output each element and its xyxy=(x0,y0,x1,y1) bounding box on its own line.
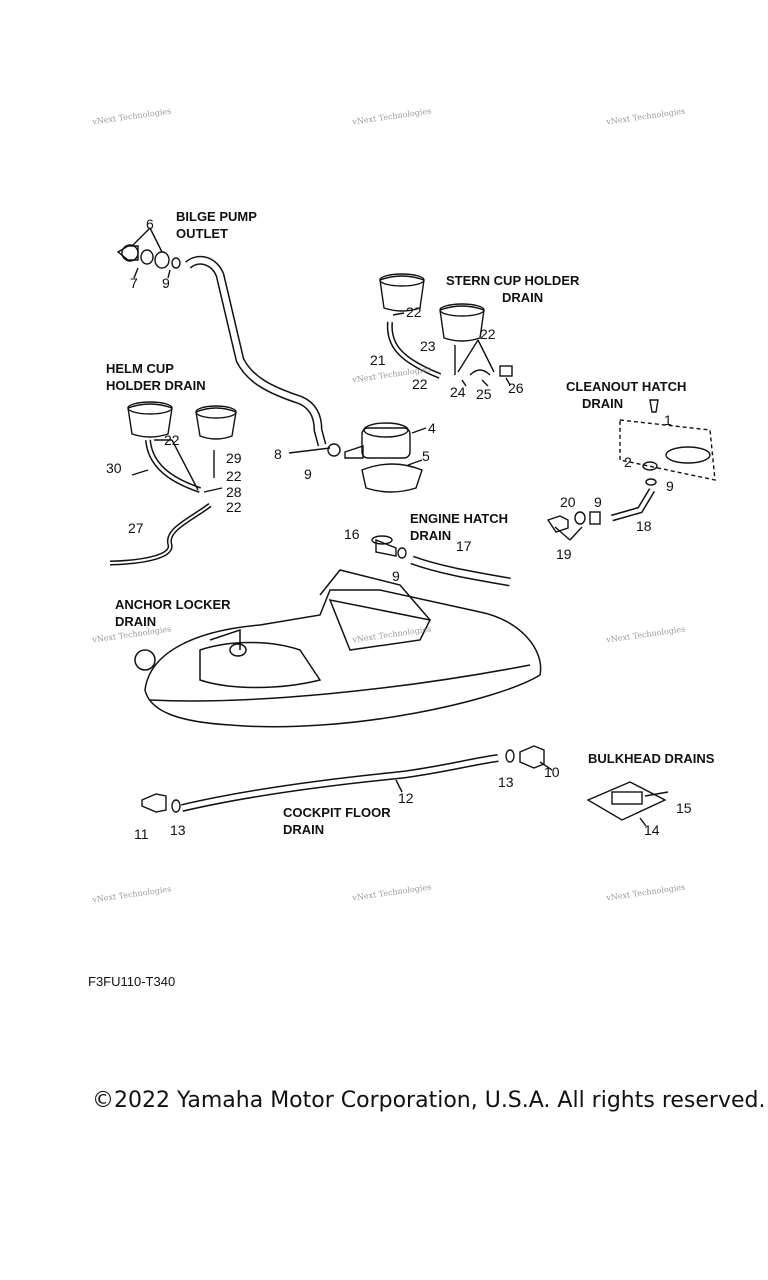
callout-number: 9 xyxy=(594,494,602,510)
bilge-pump xyxy=(288,422,427,493)
callout-number: 6 xyxy=(146,216,154,232)
callout-number: 18 xyxy=(636,518,652,534)
callout-number: 16 xyxy=(344,526,360,542)
callout-number: 15 xyxy=(676,800,692,816)
cleanout-hatch xyxy=(546,399,716,541)
boat-hull xyxy=(134,569,542,728)
callout-number: 9 xyxy=(304,466,312,482)
callout-number: 23 xyxy=(420,338,436,354)
callout-number: 17 xyxy=(456,538,472,554)
callout-number: 22 xyxy=(480,326,496,342)
callout-number: 22 xyxy=(226,499,242,515)
title-bulkhead-drains: BULKHEAD DRAINS xyxy=(588,751,715,766)
callout-number: 22 xyxy=(412,376,428,392)
callout-number: 10 xyxy=(544,764,560,780)
callout-number: 9 xyxy=(162,275,170,291)
callout-number: 22 xyxy=(164,432,180,448)
callout-number: 7 xyxy=(130,275,138,291)
callout-number: 13 xyxy=(498,774,514,790)
cockpit-floor-drain xyxy=(141,745,553,813)
callout-number: 21 xyxy=(370,352,386,368)
callout-number: 14 xyxy=(644,822,660,838)
callout-number: 25 xyxy=(476,386,492,402)
callout-number: 19 xyxy=(556,546,572,562)
helm-cup-holders xyxy=(109,401,237,566)
callout-number: 24 xyxy=(450,384,466,400)
callout-number: 20 xyxy=(560,494,576,510)
callout-number: 2 xyxy=(624,454,632,470)
engine-hatch-drain xyxy=(371,535,511,587)
callout-number: 29 xyxy=(226,450,242,466)
callout-number: 13 xyxy=(170,822,186,838)
callout-number: 8 xyxy=(274,446,282,462)
callout-number: 4 xyxy=(428,420,436,436)
callout-number: 5 xyxy=(422,448,430,464)
callout-number: 22 xyxy=(226,468,242,484)
diagram-code: F3FU110-T340 xyxy=(88,974,176,989)
callout-number: 9 xyxy=(666,478,674,494)
callout-number: 1 xyxy=(664,412,672,428)
callout-number: 30 xyxy=(106,460,122,476)
callout-number: 9 xyxy=(392,568,400,584)
bilge-pump-outlet-parts xyxy=(116,227,181,279)
copyright-notice: ©2022 Yamaha Motor Corporation, U.S.A. A… xyxy=(92,1088,766,1113)
callout-number: 11 xyxy=(134,826,149,842)
callout-number: 22 xyxy=(406,304,422,320)
stern-cup-holders xyxy=(379,273,513,387)
callout-number: 28 xyxy=(226,484,242,500)
callout-number: 27 xyxy=(128,520,144,536)
bulkhead-drains xyxy=(586,781,669,827)
callout-number: 26 xyxy=(508,380,524,396)
callout-number: 12 xyxy=(398,790,414,806)
